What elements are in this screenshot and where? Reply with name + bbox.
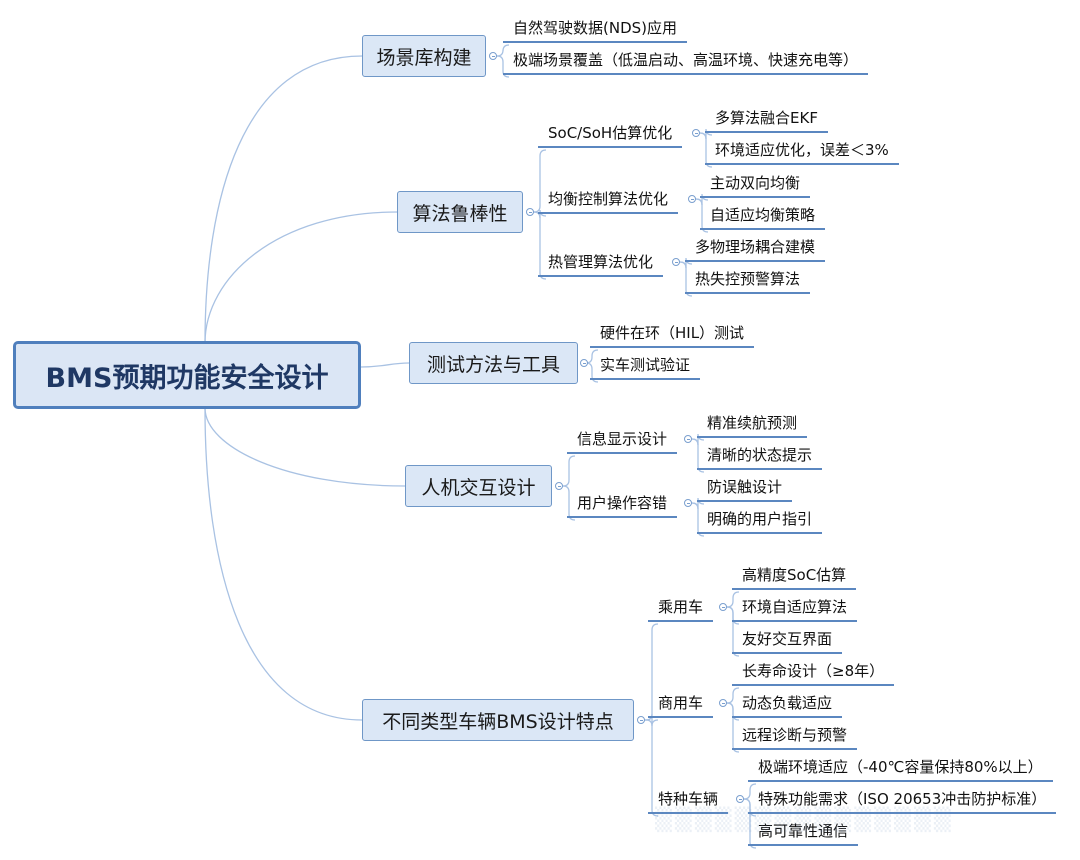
- sub-balance-control[interactable]: 均衡控制算法优化: [538, 184, 679, 214]
- collapse-toggle-icon[interactable]: [555, 482, 563, 490]
- leaf-high-precision-soc[interactable]: 高精度SoC估算: [732, 560, 857, 590]
- collapse-toggle-icon[interactable]: [719, 699, 727, 707]
- leaf-extreme-environment[interactable]: 极端环境适应（-40℃容量保持80%以上）: [748, 752, 1053, 782]
- leaf-friendly-interface[interactable]: 友好交互界面: [732, 624, 843, 654]
- connector-line: [360, 362, 410, 368]
- sub-soc-soh-estimation[interactable]: SoC/SoH估算优化: [538, 118, 683, 148]
- leaf-vehicle-test[interactable]: 实车测试验证: [590, 350, 701, 380]
- collapse-toggle-icon[interactable]: [637, 716, 645, 724]
- sub-information-display[interactable]: 信息显示设计: [567, 424, 678, 454]
- sub-thermal-management[interactable]: 热管理算法优化: [538, 247, 664, 277]
- collapse-toggle-icon[interactable]: [684, 435, 692, 443]
- connector-line: [204, 407, 406, 487]
- connector-line: [688, 438, 705, 473]
- sub-operation-fault-tolerance[interactable]: 用户操作容错: [567, 488, 678, 518]
- connector-line: [688, 502, 705, 537]
- connector-line: [559, 485, 576, 521]
- connector-line: [204, 55, 363, 344]
- root-node[interactable]: BMS预期功能安全设计: [13, 341, 361, 409]
- connector-line: [676, 261, 693, 297]
- leaf-extreme-scenarios[interactable]: 极端场景覆盖（低温启动、高温环境、快速充电等）: [503, 45, 869, 75]
- connector-line: [204, 211, 398, 344]
- leaf-special-function[interactable]: 特殊功能需求（ISO 20653冲击防护标准）: [748, 784, 1057, 814]
- leaf-environment-adaptation[interactable]: 环境适应优化，误差＜3%: [705, 135, 899, 165]
- collapse-toggle-icon[interactable]: [672, 258, 680, 266]
- collapse-toggle-icon[interactable]: [526, 208, 534, 216]
- leaf-adaptive-algorithm[interactable]: 环境自适应算法: [732, 592, 858, 622]
- connector-line: [204, 407, 363, 721]
- connector-line: [696, 132, 713, 168]
- leaf-dynamic-load[interactable]: 动态负载适应: [732, 688, 843, 718]
- branch-scenario-library[interactable]: 场景库构建: [362, 35, 486, 77]
- sub-commercial-vehicle[interactable]: 商用车: [648, 688, 714, 718]
- leaf-multiphysics-modeling[interactable]: 多物理场耦合建模: [685, 232, 826, 262]
- collapse-toggle-icon[interactable]: [684, 499, 692, 507]
- connector-line: [582, 362, 599, 383]
- branch-test-methods-tools[interactable]: 测试方法与工具: [409, 342, 578, 384]
- leaf-multi-algorithm-ekf[interactable]: 多算法融合EKF: [705, 103, 828, 133]
- leaf-remote-diagnosis[interactable]: 远程诊断与预警: [732, 720, 858, 750]
- connector-line: [530, 211, 547, 280]
- leaf-hil-test[interactable]: 硬件在环（HIL）测试: [590, 318, 755, 348]
- connector-line: [641, 719, 659, 817]
- leaf-thermal-runaway-warning[interactable]: 热失控预警算法: [685, 264, 811, 294]
- leaf-reliable-communication[interactable]: 高可靠性通信: [748, 816, 859, 846]
- collapse-toggle-icon[interactable]: [692, 129, 700, 137]
- collapse-toggle-icon[interactable]: [489, 52, 497, 60]
- collapse-toggle-icon[interactable]: [688, 195, 696, 203]
- connector-line: [559, 455, 576, 487]
- leaf-range-prediction[interactable]: 精准续航预测: [697, 408, 808, 438]
- sub-special-vehicle[interactable]: 特种车辆: [648, 784, 729, 814]
- leaf-anti-mistouch[interactable]: 防误触设计: [697, 472, 793, 502]
- branch-algorithm-robustness[interactable]: 算法鲁棒性: [397, 191, 523, 233]
- branch-vehicle-type-features[interactable]: 不同类型车辆BMS设计特点: [362, 699, 634, 741]
- leaf-active-bidirectional-balance[interactable]: 主动双向均衡: [700, 168, 811, 198]
- collapse-toggle-icon[interactable]: [736, 795, 744, 803]
- sub-passenger-car[interactable]: 乘用车: [648, 592, 714, 622]
- leaf-status-prompt[interactable]: 清晰的状态提示: [697, 440, 823, 470]
- collapse-toggle-icon[interactable]: [580, 359, 588, 367]
- leaf-adaptive-balance[interactable]: 自适应均衡策略: [700, 200, 826, 230]
- connector-line: [493, 55, 510, 78]
- branch-hmi-design[interactable]: 人机交互设计: [405, 465, 552, 507]
- faded-watermark: ▒▒▒▒▒▒▒▒▒▒▒▒▒▒▒: [655, 808, 954, 833]
- connector-line: [692, 198, 709, 233]
- connector-line: [740, 798, 757, 849]
- connector-line: [723, 702, 740, 753]
- connector-line: [723, 606, 740, 657]
- leaf-long-life-design[interactable]: 长寿命设计（≥8年）: [732, 656, 895, 686]
- leaf-nds-application[interactable]: 自然驾驶数据(NDS)应用: [503, 13, 687, 43]
- leaf-user-guide[interactable]: 明确的用户指引: [697, 504, 823, 534]
- collapse-toggle-icon[interactable]: [719, 603, 727, 611]
